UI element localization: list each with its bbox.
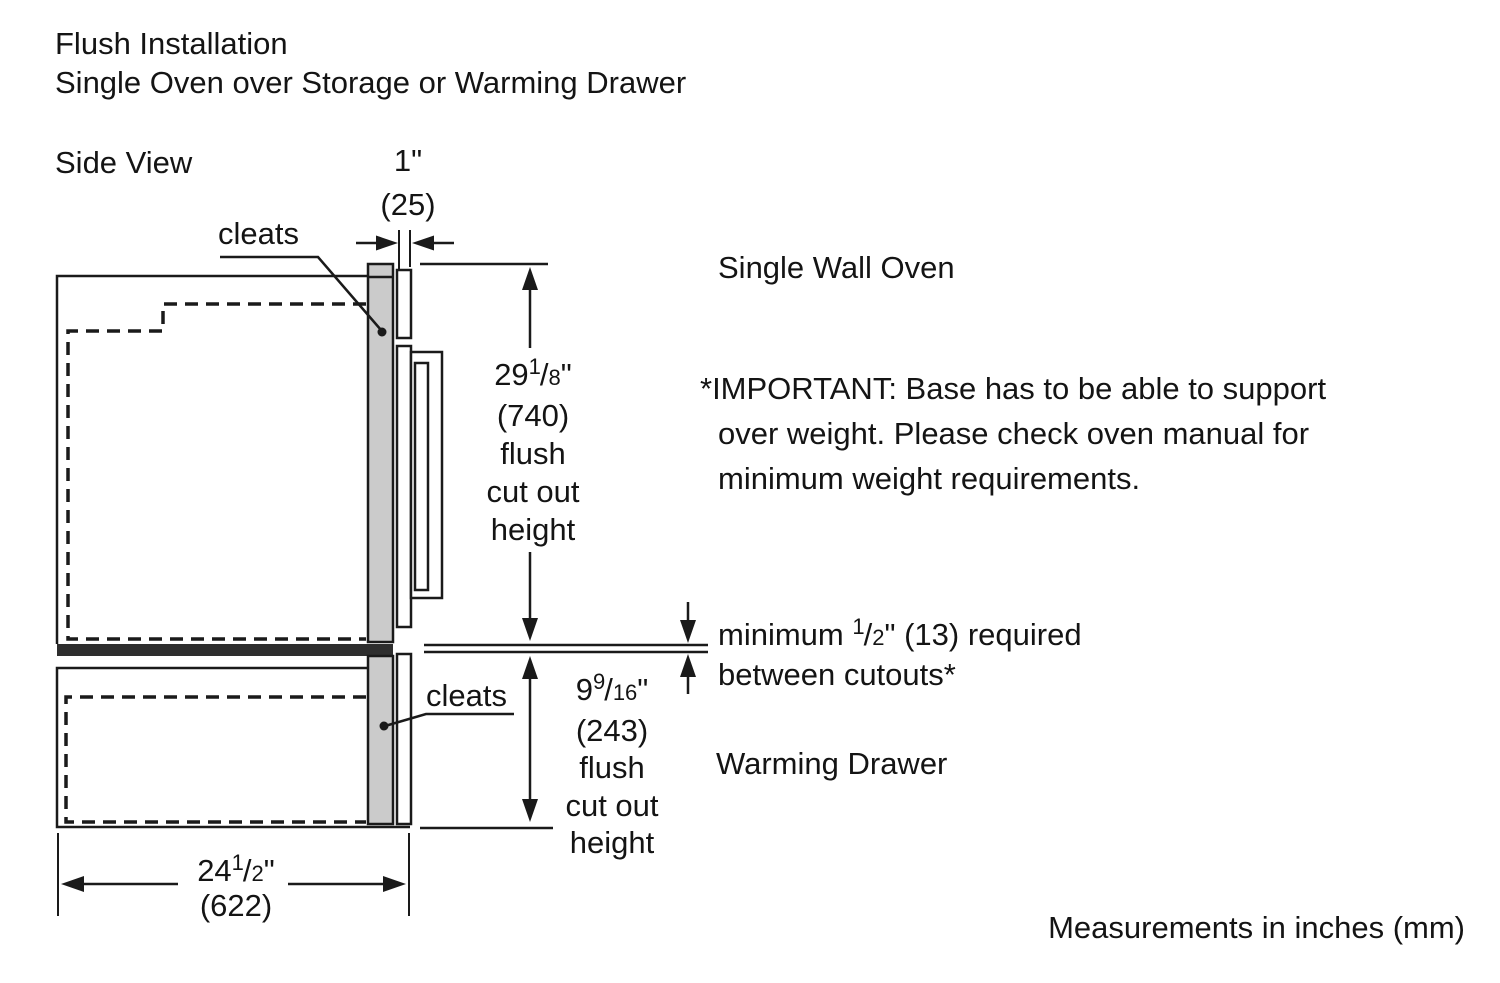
cleat-thickness-mm: (25): [380, 187, 436, 222]
drawer-cutout-desc1: flush: [579, 750, 645, 785]
important-note-line2: over weight. Please check oven manual fo…: [718, 416, 1310, 451]
width-dim-arrow-right: [383, 876, 406, 892]
cleat-dim-arrow-left: [412, 235, 434, 251]
cleats-top-leader: [220, 255, 382, 331]
drawer-dim-arrow-down: [522, 799, 538, 822]
page-title-line1: Flush Installation: [55, 26, 288, 61]
cleats-top-label: cleats: [218, 216, 299, 251]
oven-cutout-mm: (740): [496, 398, 570, 433]
drawer-cutout-desc3: height: [569, 825, 655, 860]
cabinet-width-value: 241/2": [197, 850, 275, 888]
oven-dim-arrow-down: [522, 618, 538, 641]
cabinet-width-mm: (622): [199, 888, 273, 923]
single-wall-oven-label: Single Wall Oven: [718, 250, 955, 285]
min-gap-note-line1: minimum 1/2" (13) required: [718, 614, 1082, 652]
oven-cutout-desc2: cut out: [486, 474, 580, 509]
oven-cutout-desc1: flush: [500, 436, 566, 471]
cleat-thickness-inches: 1": [393, 143, 423, 178]
upper-cabinet-outline: [55, 274, 368, 644]
upper-cleat: [366, 262, 395, 644]
oven-cutout-desc3: height: [490, 512, 576, 547]
cleats-bottom-leader: [384, 712, 514, 728]
oven-flange-main: [395, 344, 413, 629]
drawer-flange: [395, 652, 413, 826]
drawer-cutout-value: 99/16": [575, 669, 649, 707]
drawer-dim-arrow-up: [522, 656, 538, 679]
oven-cutout-value: 291/8": [494, 354, 572, 392]
measurements-note: Measurements in inches (mm): [1048, 910, 1465, 945]
oven-dim-arrow-up: [522, 267, 538, 290]
oven-hidden-outline-dashed: [66, 302, 366, 641]
gap-dim-arrow-down: [680, 620, 696, 643]
cleats-bottom-leader-dot: [379, 721, 389, 731]
warming-drawer-label: Warming Drawer: [716, 746, 948, 781]
oven-flange-top: [395, 268, 413, 340]
drawer-cutout-dimension: 99/16" (243) flush cut out height: [525, 663, 699, 862]
view-label: Side View: [55, 145, 193, 180]
lower-cleat: [366, 654, 395, 826]
drawer-cutout-desc2: cut out: [565, 787, 659, 823]
oven-door-inner: [413, 361, 430, 592]
cutout-divider-bar: [57, 644, 393, 656]
important-note: *IMPORTANT: Base has to be able to suppo…: [700, 366, 1326, 501]
gap-dim-arrow-up: [680, 654, 696, 677]
width-dim-arrow-left: [61, 876, 84, 892]
page-title: Flush Installation Single Oven over Stor…: [55, 24, 686, 102]
lower-cabinet-outline: [55, 666, 410, 829]
page-title-line2: Single Oven over Storage or Warming Draw…: [55, 65, 687, 100]
min-gap-note-line2: between cutouts*: [718, 657, 956, 692]
drawer-hidden-outline-dashed: [64, 695, 366, 824]
cleats-top-leader-dot: [377, 327, 387, 337]
cleat-dim-arrow-right: [376, 235, 398, 251]
cleats-bottom-label: cleats: [426, 678, 507, 713]
important-note-line1: *IMPORTANT: Base has to be able to suppo…: [700, 371, 1327, 406]
drawer-cutout-mm: (243): [575, 712, 649, 748]
oven-cutout-dimension: 291/8" (740) flush cut out height: [446, 348, 620, 549]
important-note-line3: minimum weight requirements.: [718, 461, 1141, 496]
